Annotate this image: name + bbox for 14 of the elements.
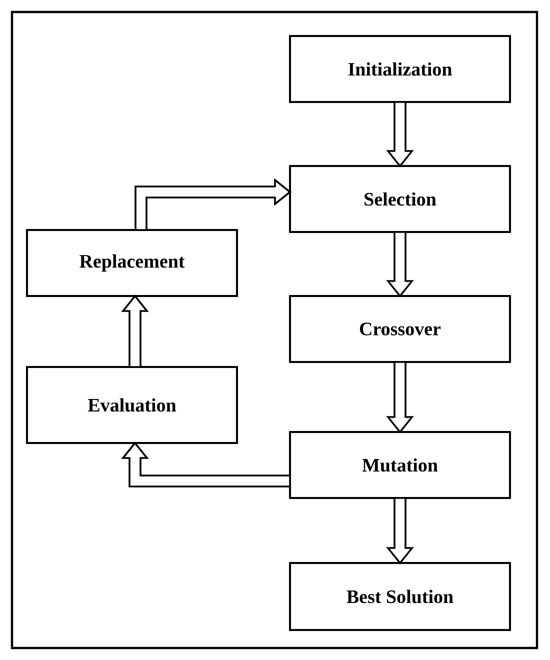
process-box: Initialization (289, 35, 511, 103)
hollow-arrow (386, 361, 414, 434)
process-box: Replacement (26, 229, 238, 297)
process-box: Selection (289, 165, 511, 233)
process-box: Crossover (289, 295, 511, 363)
hollow-arrow (386, 497, 414, 564)
hollow-arrow (121, 294, 149, 368)
hollow-arrow (386, 101, 414, 168)
process-box: Best Solution (289, 562, 511, 631)
process-box: Evaluation (26, 366, 238, 444)
hollow-arrow (386, 231, 414, 298)
hollow-arrow (121, 442, 291, 488)
hollow-arrow (134, 178, 292, 231)
process-box: Mutation (289, 431, 511, 499)
